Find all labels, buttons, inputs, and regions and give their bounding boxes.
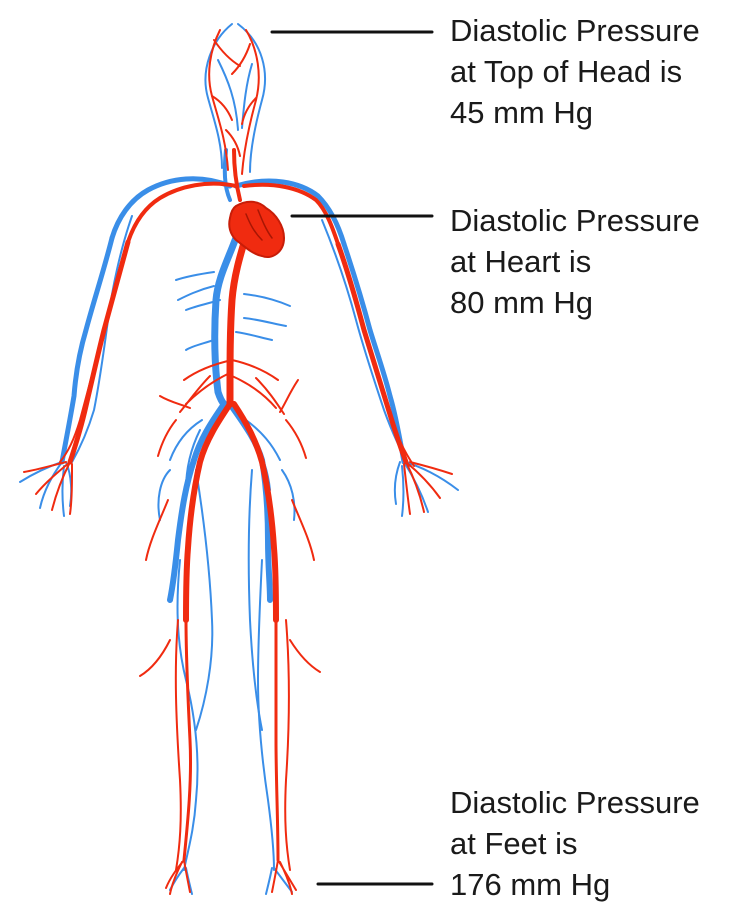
leg-artery-right-lower xyxy=(276,620,278,860)
hand-artery-right xyxy=(404,462,452,514)
foot-artery-right xyxy=(272,860,296,894)
leg-vein-left-thin xyxy=(196,470,212,730)
label-heart-value: 80 mm Hg xyxy=(450,282,700,323)
carotid-artery xyxy=(234,150,240,200)
arteries xyxy=(24,30,452,894)
label-feet-line1: Diastolic Pressure xyxy=(450,782,700,823)
label-feet-value: 176 mm Hg xyxy=(450,864,700,905)
label-head-line1: Diastolic Pressure xyxy=(450,10,700,51)
label-head-line2: at Top of Head is xyxy=(450,51,700,92)
heart-shape xyxy=(229,202,284,257)
head-vein-right xyxy=(238,24,265,172)
label-feet: Diastolic Pressure at Feet is 176 mm Hg xyxy=(450,782,700,905)
label-heart-line2: at Heart is xyxy=(450,241,700,282)
leg-vein-right-lower xyxy=(258,560,274,870)
label-head-value: 45 mm Hg xyxy=(450,92,700,133)
hand-vein-left xyxy=(20,462,71,516)
label-top-of-head: Diastolic Pressure at Top of Head is 45 … xyxy=(450,10,700,133)
leg-artery-left xyxy=(186,404,230,620)
leg-artery-left-lower xyxy=(184,620,191,860)
leg-artery-thin xyxy=(140,500,320,870)
heart xyxy=(229,202,284,257)
label-heart-line1: Diastolic Pressure xyxy=(450,200,700,241)
hand-artery-left xyxy=(24,462,72,514)
hip-veins xyxy=(158,420,294,520)
label-heart: Diastolic Pressure at Heart is 80 mm Hg xyxy=(450,200,700,323)
label-feet-line2: at Feet is xyxy=(450,823,700,864)
shoulder-vein-left xyxy=(112,179,230,238)
